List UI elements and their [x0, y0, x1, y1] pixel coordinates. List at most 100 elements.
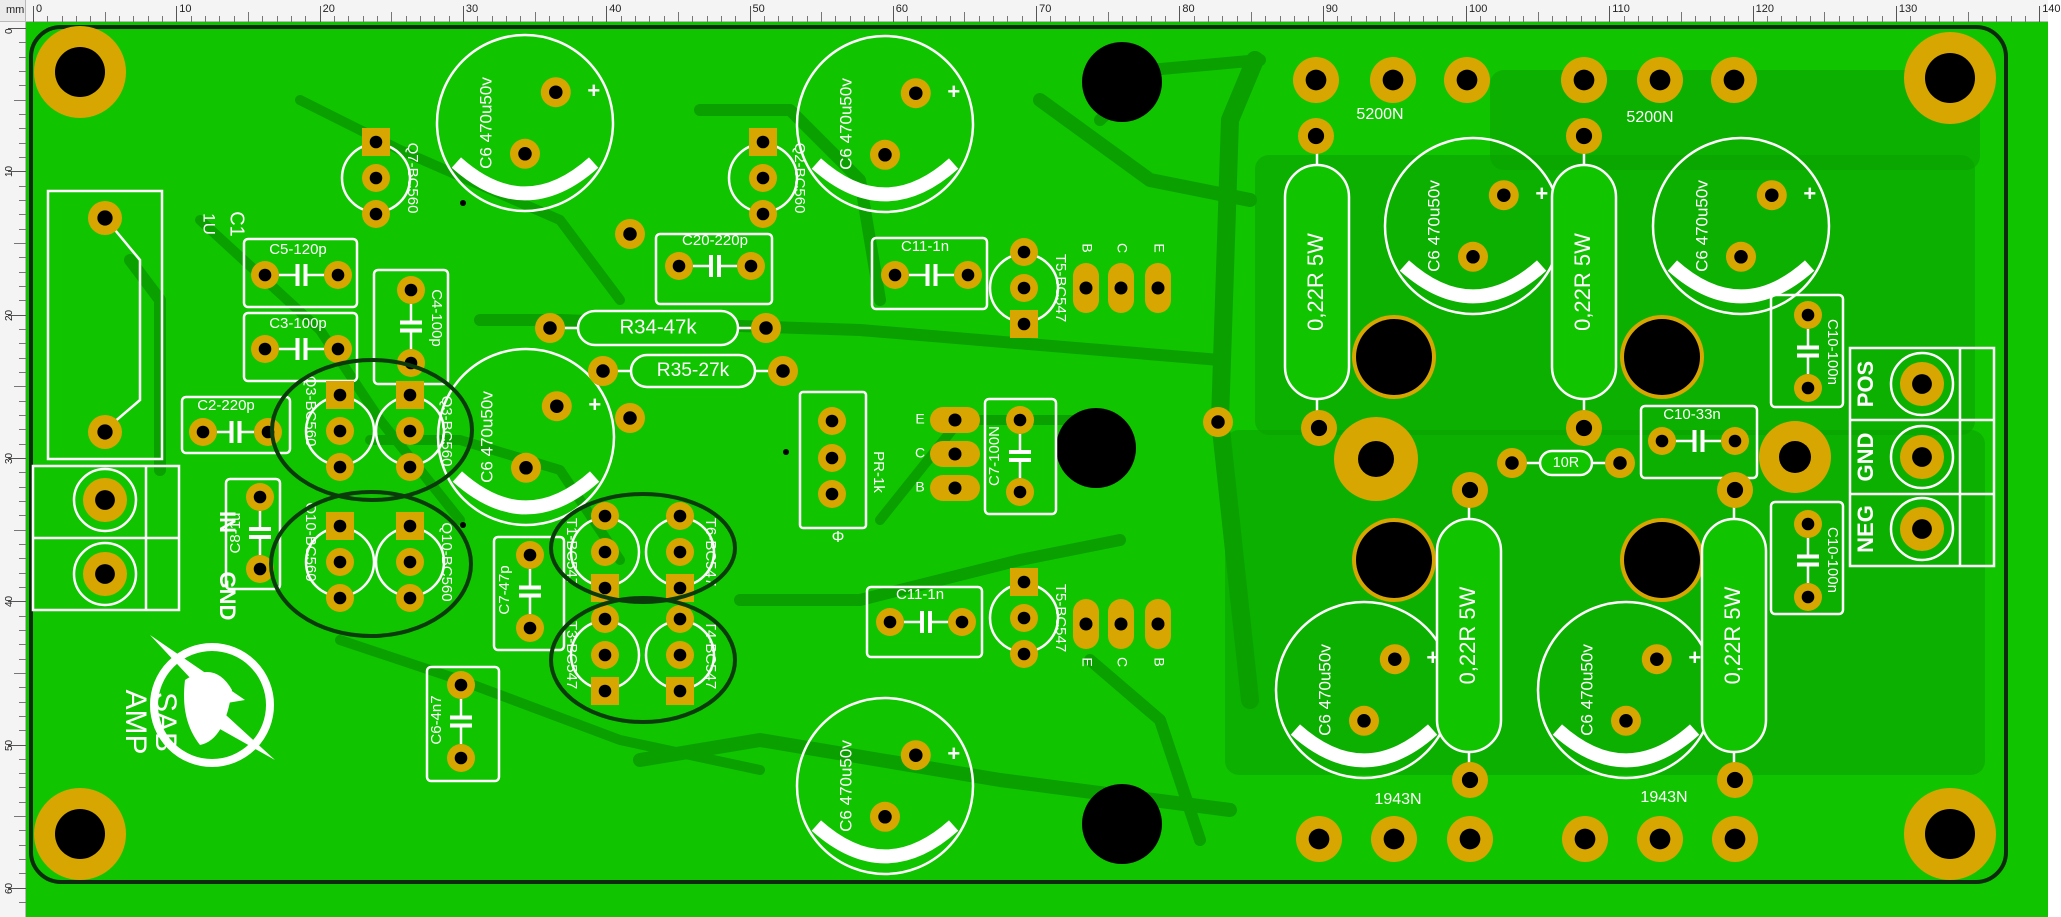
capacitor-pad[interactable]: [665, 252, 693, 280]
transistor-pad[interactable]: [930, 407, 980, 433]
transistor-pad[interactable]: [396, 453, 424, 481]
transistor-pad[interactable]: [666, 605, 694, 633]
pad[interactable]: [1717, 472, 1753, 508]
capacitor-pad[interactable]: [324, 335, 352, 363]
transistor-pad[interactable]: [396, 417, 424, 445]
terminal-screw-pad[interactable]: [83, 552, 127, 596]
power-transistor-pad[interactable]: [1637, 57, 1683, 103]
capacitor-pad[interactable]: [948, 608, 976, 636]
transistor-pad[interactable]: [326, 548, 354, 576]
transistor-pad[interactable]: [396, 512, 424, 540]
transistor-pad[interactable]: [326, 417, 354, 445]
transistor-pad[interactable]: [666, 538, 694, 566]
capacitor-pad-negative[interactable]: [870, 139, 900, 170]
capacitor-pad-negative[interactable]: [510, 138, 540, 169]
transistor-pad[interactable]: [1010, 640, 1038, 668]
capacitor-pad[interactable]: [1006, 406, 1034, 434]
capacitor-pad[interactable]: [88, 415, 122, 449]
capacitor-pad[interactable]: [397, 276, 425, 304]
terminal-screw-pad[interactable]: [1900, 435, 1944, 479]
pad[interactable]: [1452, 762, 1488, 798]
transistor-pad[interactable]: [749, 200, 777, 228]
terminal-screw-pad[interactable]: [1900, 362, 1944, 406]
pcb-canvas[interactable]: +C6 470u50v+C6 470u50v+C6 470u50v+C6 470…: [26, 22, 2048, 917]
capacitor-pad[interactable]: [1794, 510, 1822, 538]
pad[interactable]: [1717, 762, 1753, 798]
capacitor-pad-positive[interactable]: [900, 740, 931, 771]
capacitor-pad-negative[interactable]: [1458, 241, 1488, 272]
resistor-pad[interactable]: [1605, 448, 1635, 478]
capacitor-pad[interactable]: [251, 261, 279, 289]
capacitor-pad[interactable]: [246, 483, 274, 511]
pad[interactable]: [1566, 118, 1602, 154]
transistor-pad[interactable]: [1010, 274, 1038, 302]
capacitor-pad[interactable]: [1721, 427, 1749, 455]
transistor-pad[interactable]: [362, 128, 390, 156]
power-transistor-pad[interactable]: [1712, 816, 1758, 862]
capacitor-pad[interactable]: [1648, 427, 1676, 455]
capacitor-pad-positive[interactable]: [1756, 180, 1787, 211]
capacitor-pad-positive[interactable]: [900, 78, 931, 109]
capacitor-pad[interactable]: [447, 744, 475, 772]
power-transistor-pad[interactable]: [1444, 57, 1490, 103]
capacitor-pad-positive[interactable]: [541, 391, 572, 422]
capacitor-pad-positive[interactable]: [1379, 644, 1410, 675]
trimmer-pad[interactable]: [818, 444, 846, 472]
capacitor-pad-positive[interactable]: [1641, 644, 1672, 675]
pad[interactable]: [1566, 410, 1602, 446]
transistor-pad[interactable]: [1010, 310, 1038, 338]
power-transistor-pad[interactable]: [1562, 816, 1608, 862]
transistor-pad[interactable]: [396, 381, 424, 409]
capacitor-pad[interactable]: [246, 555, 274, 583]
transistor-pad[interactable]: [591, 502, 619, 530]
transistor-pad[interactable]: [666, 641, 694, 669]
transistor-pad[interactable]: [1145, 263, 1171, 313]
transistor-pad[interactable]: [326, 381, 354, 409]
power-transistor-pad[interactable]: [1296, 816, 1342, 862]
terminal-screw-pad[interactable]: [83, 478, 127, 522]
trimmer-pad[interactable]: [818, 407, 846, 435]
capacitor-pad-positive[interactable]: [1488, 180, 1519, 211]
resistor-pad[interactable]: [768, 356, 798, 386]
capacitor-pad-negative[interactable]: [1726, 241, 1756, 272]
capacitor-pad[interactable]: [447, 671, 475, 699]
pad[interactable]: [1452, 472, 1488, 508]
capacitor-pad[interactable]: [876, 608, 904, 636]
capacitor-pad[interactable]: [516, 614, 544, 642]
pad[interactable]: [1301, 410, 1337, 446]
transistor-pad[interactable]: [930, 475, 980, 501]
transistor-pad[interactable]: [1108, 263, 1134, 313]
transistor-pad[interactable]: [666, 502, 694, 530]
capacitor-pad[interactable]: [88, 201, 122, 235]
transistor-pad[interactable]: [326, 512, 354, 540]
transistor-pad[interactable]: [1145, 599, 1171, 649]
capacitor-pad[interactable]: [1794, 301, 1822, 329]
transistor-pad[interactable]: [1073, 263, 1099, 313]
resistor-pad[interactable]: [1497, 448, 1527, 478]
capacitor-pad[interactable]: [189, 418, 217, 446]
power-transistor-pad[interactable]: [1293, 57, 1339, 103]
transistor-pad[interactable]: [591, 641, 619, 669]
transistor-pad[interactable]: [930, 441, 980, 467]
power-transistor-pad[interactable]: [1561, 57, 1607, 103]
transistor-pad[interactable]: [591, 677, 619, 705]
capacitor-pad[interactable]: [516, 541, 544, 569]
capacitor-pad[interactable]: [881, 261, 909, 289]
power-transistor-pad[interactable]: [1711, 57, 1757, 103]
power-transistor-pad[interactable]: [1637, 816, 1683, 862]
power-transistor-pad[interactable]: [1370, 57, 1416, 103]
capacitor-pad[interactable]: [254, 418, 282, 446]
capacitor-pad[interactable]: [251, 335, 279, 363]
capacitor-pad[interactable]: [1794, 374, 1822, 402]
transistor-pad[interactable]: [1010, 238, 1038, 266]
transistor-pad[interactable]: [396, 548, 424, 576]
transistor-pad[interactable]: [326, 584, 354, 612]
transistor-pad[interactable]: [326, 453, 354, 481]
pad[interactable]: [1203, 407, 1233, 437]
power-transistor-pad[interactable]: [1371, 816, 1417, 862]
capacitor-pad[interactable]: [324, 261, 352, 289]
transistor-pad[interactable]: [1010, 568, 1038, 596]
transistor-pad[interactable]: [666, 677, 694, 705]
